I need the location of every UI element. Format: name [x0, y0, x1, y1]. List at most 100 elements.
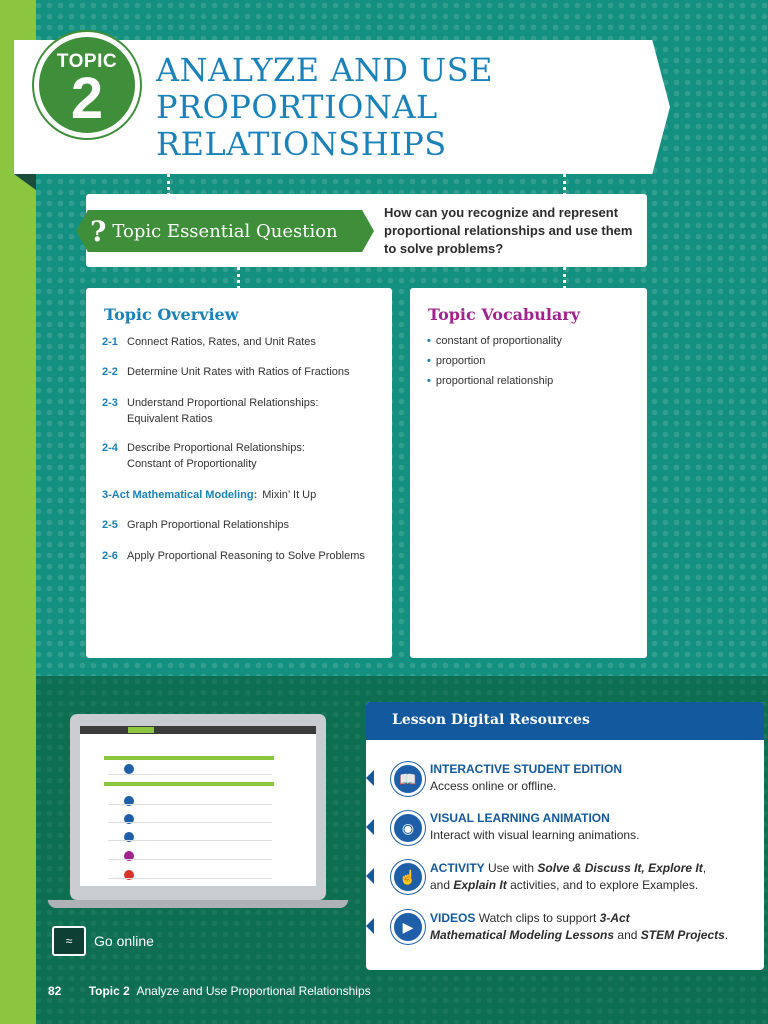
- topic-vocabulary-panel: [410, 288, 647, 658]
- vocab-term: proportional relationship: [435, 375, 554, 387]
- overview-item: 2-5 Graph Proportional Relationships: [102, 517, 367, 533]
- resource-description: Watch clips to support: [478, 911, 597, 925]
- screen-nav-tab: [128, 727, 154, 733]
- screen-row: [108, 847, 272, 860]
- title-line-2: PROPORTIONAL: [156, 88, 438, 126]
- lesson-code: 2-3: [102, 397, 118, 409]
- resource-description: and: [430, 878, 451, 892]
- overview-item: 2-1 Connect Ratios, Rates, and Unit Rates: [102, 334, 367, 350]
- topic-overview-title: Topic Overview: [104, 305, 239, 324]
- vocab-term: constant of proportionality: [435, 335, 562, 347]
- resource-pointer: [366, 918, 374, 934]
- screen-lesson-icon: [124, 764, 134, 774]
- resource-emphasis: Explain It: [453, 878, 507, 892]
- resource-emphasis: Solve & Discuss It, Explore It: [537, 861, 703, 875]
- screen-row: [108, 866, 272, 879]
- lesson-code: 2-5: [102, 519, 118, 531]
- lesson-code: 2-2: [102, 366, 118, 378]
- lesson-title: Graph Proportional Relationships: [127, 519, 290, 531]
- vocab-term: proportion: [435, 355, 486, 367]
- essential-question-text: How can you recognize and represent prop…: [384, 205, 633, 256]
- lesson-title: Describe Proportional Relationships: Con…: [127, 442, 305, 470]
- connector-dots: [563, 267, 566, 289]
- topic-label: TOPIC: [56, 51, 118, 72]
- resources-header: [366, 702, 764, 740]
- wifi-laptop-icon: ≈: [52, 926, 86, 956]
- lesson-title: Connect Ratios, Rates, and Unit Rates: [127, 336, 316, 348]
- lesson-title: Apply Proportional Reasoning to Solve Pr…: [127, 550, 365, 562]
- connector-dots: [237, 267, 240, 289]
- eye-icon: ◉: [391, 811, 425, 845]
- resource-emphasis: 3-Act: [599, 911, 630, 925]
- topic-badge: TOPIC 2: [34, 32, 140, 138]
- resource-heading: VISUAL LEARNING ANIMATION: [430, 811, 610, 825]
- book-icon: 📖: [391, 762, 425, 796]
- resource-heading: VIDEOS: [430, 911, 476, 925]
- title-line-3: RELATIONSHIPS: [156, 125, 447, 163]
- resource-pointer: [366, 819, 374, 835]
- connector-dots: [563, 174, 566, 196]
- video-play-icon: ▶: [391, 910, 425, 944]
- lesson-title: Understand Proportional Relationships: E…: [127, 397, 319, 425]
- resource-description: Access online or offline.: [430, 779, 557, 793]
- resource-pointer: [366, 868, 374, 884]
- screen-row: [108, 792, 272, 805]
- lesson-code: 2-1: [102, 336, 118, 348]
- page-number: 82: [48, 984, 62, 998]
- screen-row: [108, 810, 272, 823]
- screen-lesson-icon: [124, 870, 134, 880]
- screen-section-bar: [104, 782, 274, 786]
- overview-item: 2-3 Understand Proportional Relationships…: [102, 395, 342, 427]
- resource-description: Interact with visual learning animations…: [430, 828, 640, 842]
- resource-emphasis: Mathematical Modeling Lessons: [430, 928, 615, 942]
- go-online: ≈ Go online: [52, 926, 154, 956]
- screen-lesson-icon: [124, 814, 134, 824]
- resource-emphasis: STEM Projects: [640, 928, 725, 942]
- connector-dots: [167, 174, 170, 196]
- screen-row: [108, 828, 272, 841]
- lesson-code: 3-Act Mathematical Modeling:: [102, 489, 258, 501]
- screen-lesson-icon: [124, 832, 134, 842]
- resource-description: Use with: [488, 861, 535, 875]
- topic-vocabulary-title: Topic Vocabulary: [428, 305, 581, 324]
- essential-question-tag: ? Topic Essential Question: [76, 210, 374, 252]
- screen-lesson-icon: [124, 851, 134, 861]
- screen-section-bar: [104, 756, 274, 760]
- go-online-label: Go online: [94, 933, 154, 949]
- screen-row: [108, 762, 272, 775]
- resource-heading: ACTIVITY: [430, 861, 485, 875]
- overview-item: 2-4 Describe Proportional Relationships: …: [102, 440, 342, 472]
- vocab-item: •proportional relationship: [427, 375, 554, 387]
- overview-item: 2-6 Apply Proportional Reasoning to Solve…: [102, 548, 367, 564]
- lesson-code: 2-6: [102, 550, 118, 562]
- lesson-code: 2-4: [102, 442, 118, 454]
- laptop-screen-image: [80, 726, 316, 886]
- topic-overview-panel: [86, 288, 392, 658]
- lesson-title: Mixin’ It Up: [262, 489, 317, 501]
- resource-description: and: [617, 928, 638, 942]
- overview-item: 2-2 Determine Unit Rates with Ratios of F…: [102, 364, 367, 380]
- question-mark-icon: ?: [90, 214, 107, 248]
- lesson-digital-resources-panel: Lesson Digital Resources: [366, 702, 764, 970]
- laptop-base: [48, 900, 348, 908]
- screen-nav-bar: [80, 726, 316, 734]
- essential-question-label: Topic Essential Question: [112, 220, 338, 242]
- footer-title: Analyze and Use Proportional Relationshi…: [136, 984, 371, 998]
- resource-activity: ACTIVITY Use with Solve & Discuss It, Ex…: [430, 861, 707, 892]
- resources-title: Lesson Digital Resources: [392, 712, 590, 728]
- resource-visual-learning-animation: VISUAL LEARNING ANIMATION Interact with …: [430, 810, 750, 844]
- topic-number: 2: [70, 66, 104, 131]
- footer-topic: Topic 2: [88, 984, 130, 998]
- page-footer: 82 Topic 2 Analyze and Use Proportional …: [48, 984, 371, 998]
- screen-lesson-icon: [124, 796, 134, 806]
- lesson-title: Determine Unit Rates with Ratios of Frac…: [127, 366, 350, 378]
- overview-item: 3-Act Mathematical Modeling: Mixin’ It Up: [102, 487, 316, 503]
- title-line-1: ANALYZE AND USE: [156, 51, 493, 89]
- topic-title: ANALYZE AND USE PROPORTIONAL RELATIONSHI…: [156, 52, 636, 163]
- resource-description: activities, and to explore Examples.: [510, 878, 699, 892]
- vocab-item: •constant of proportionality: [427, 335, 562, 347]
- resource-videos: VIDEOS Watch clips to support 3-Act Math…: [430, 911, 729, 942]
- resource-heading: INTERACTIVE STUDENT EDITION: [430, 762, 623, 776]
- pointer-hand-icon: ☝: [391, 860, 425, 894]
- resource-pointer: [366, 770, 374, 786]
